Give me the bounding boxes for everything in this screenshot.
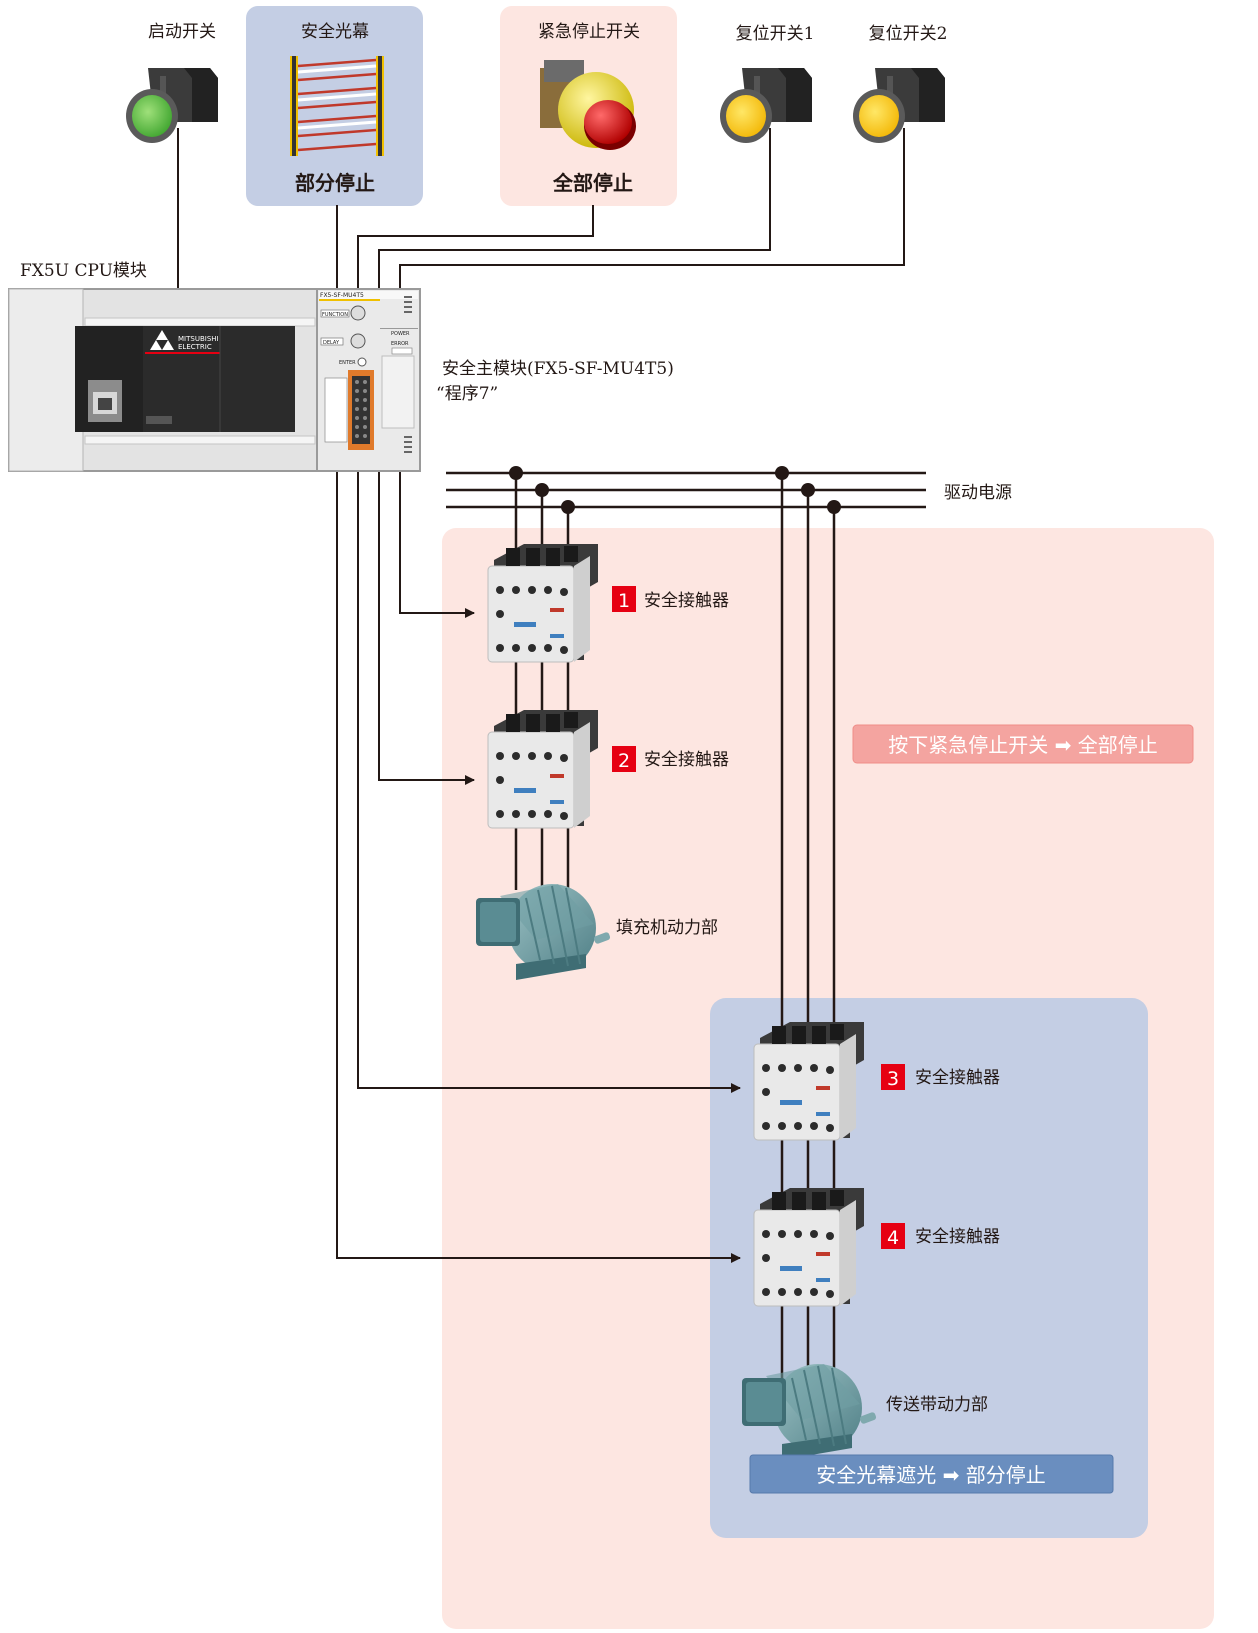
delay-label: DELAY: [323, 340, 340, 346]
function-label: FUNCTION: [322, 312, 348, 318]
light-curtain-label: 安全光幕: [301, 22, 369, 42]
contactor-1-number: 1: [618, 590, 630, 612]
cpu-module: MITSUBISHI ELECTRIC: [9, 289, 317, 471]
brand-text-2: ELECTRIC: [178, 343, 212, 351]
reset2-label: 复位开关2: [869, 24, 948, 44]
reset2-switch-icon: [853, 68, 945, 143]
contactor-2-number: 2: [618, 750, 630, 772]
contactor-4-icon: [754, 1188, 864, 1306]
contactor-4-label: 安全接触器: [915, 1227, 1000, 1247]
error-led-label: ERROR: [391, 341, 409, 347]
partial-stop-text: 部分停止: [295, 171, 375, 195]
filler-motor-label: 填充机动力部: [616, 918, 718, 938]
contactor-2-icon: [488, 710, 598, 828]
contactor-3-number: 3: [887, 1068, 899, 1090]
start-switch-icon: [126, 68, 218, 143]
power-led-label: POWER: [391, 331, 410, 337]
safety-main-module: FX5-SF-MU4T5 FUNCTION DELAY ENTER POWER …: [317, 289, 420, 471]
curtain-band-text: 安全光幕遮光 ➡ 部分停止: [816, 1463, 1045, 1487]
contactor-3-icon: [754, 1022, 864, 1140]
estop-band-text: 按下紧急停止开关 ➡ 全部停止: [888, 733, 1157, 757]
contactor-2-label: 安全接触器: [644, 750, 729, 770]
brand-text: MITSUBISHI: [178, 335, 219, 343]
estop-switch-label: 紧急停止开关: [538, 22, 640, 42]
reset1-switch-icon: [720, 68, 812, 143]
power-supply-label: 驱动电源: [944, 483, 1012, 503]
enter-label: ENTER: [339, 360, 356, 366]
full-stop-text: 全部停止: [552, 171, 633, 195]
program-label: “程序7”: [436, 384, 498, 404]
contactor-1-icon: [488, 544, 598, 662]
contactor-1-label: 安全接触器: [644, 591, 729, 611]
conveyor-motor-label: 传送带动力部: [886, 1395, 988, 1415]
cpu-label: FX5U CPU模块: [20, 261, 147, 281]
reset1-label: 复位开关1: [736, 24, 815, 44]
module-model-text: FX5-SF-MU4T5: [320, 292, 364, 299]
start-switch-label: 启动开关: [148, 22, 216, 42]
safety-module-label: 安全主模块(FX5-SF-MU4T5): [442, 359, 674, 379]
contactor-3-label: 安全接触器: [915, 1068, 1000, 1088]
contactor-4-number: 4: [887, 1227, 899, 1249]
